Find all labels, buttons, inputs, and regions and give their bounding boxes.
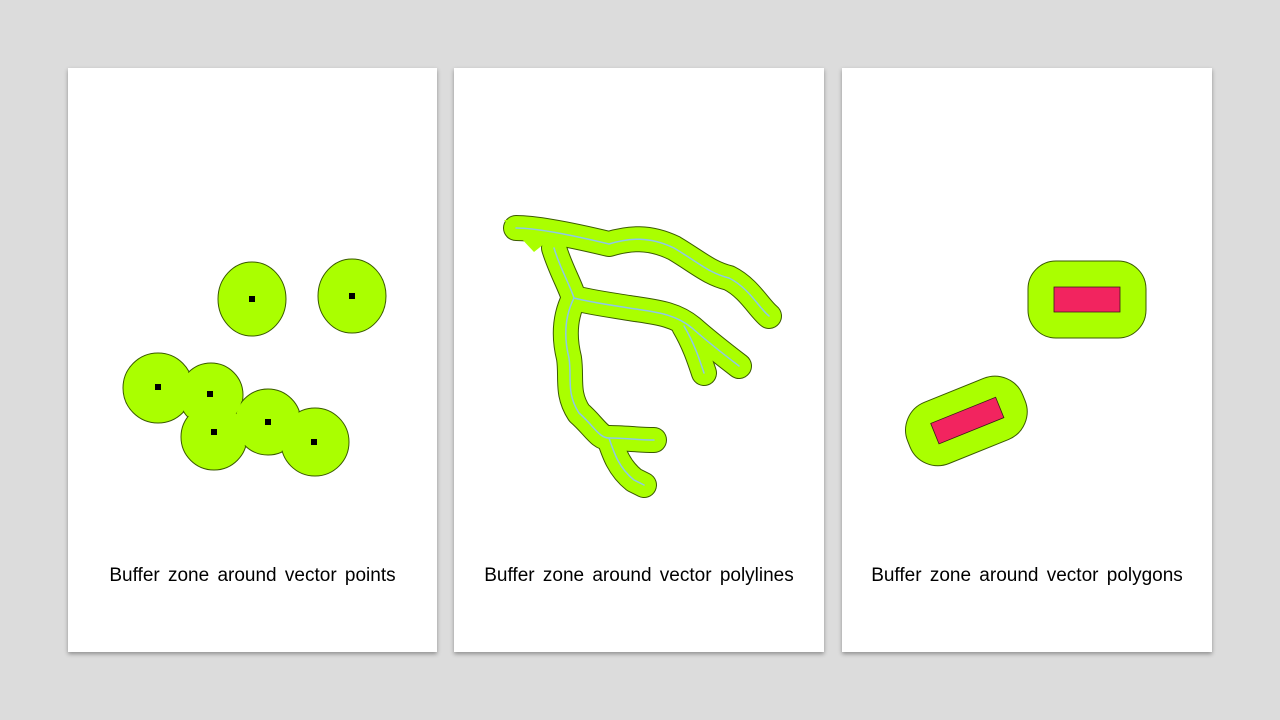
- points-buffer-illustration: [122, 258, 387, 477]
- vector-polyline: [608, 437, 645, 486]
- vector-point: [311, 439, 317, 445]
- vector-polyline: [683, 325, 705, 374]
- panel-polylines: Buffer zone around vector polylines: [454, 68, 824, 652]
- vector-point: [207, 391, 213, 397]
- vector-polygon: [930, 396, 1005, 445]
- vector-polygon: [1053, 286, 1121, 313]
- caption-polylines: Buffer zone around vector polylines: [484, 565, 794, 586]
- caption-polygons: Buffer zone around vector polygons: [871, 565, 1183, 586]
- vector-point: [349, 293, 355, 299]
- vector-point: [249, 296, 255, 302]
- panel-polygons: Buffer zone around vector polygons: [842, 68, 1212, 652]
- vector-point: [211, 429, 217, 435]
- caption-points: Buffer zone around vector points: [109, 565, 396, 586]
- vector-point: [155, 384, 161, 390]
- vector-point: [265, 419, 271, 425]
- vector-polyline: [564, 297, 655, 441]
- polygons-buffer-illustration: [905, 260, 1147, 467]
- polylines-buffer-illustration: [503, 215, 782, 498]
- vector-polyline: [553, 247, 740, 367]
- vector-polyline: [515, 227, 770, 317]
- panel-points: Buffer zone around vector points: [68, 68, 437, 652]
